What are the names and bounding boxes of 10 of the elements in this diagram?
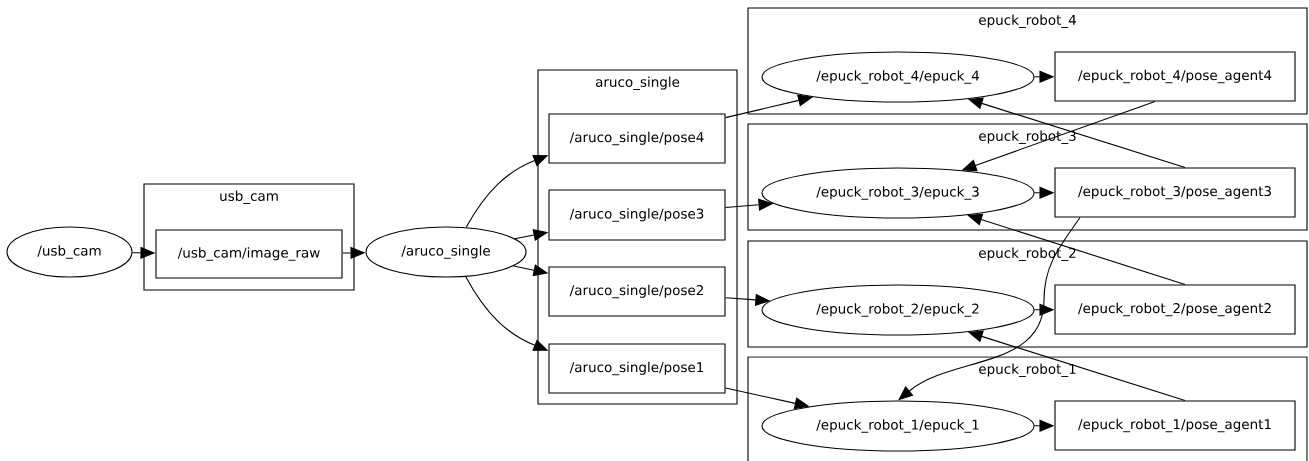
topic-box: /aruco_single/pose1	[548, 343, 726, 394]
topic-box: /aruco_single/pose2	[548, 266, 726, 317]
topic-box: /epuck_robot_1/pose_agent1	[1054, 400, 1296, 451]
topic-box: /aruco_single/pose4	[548, 113, 726, 164]
topic-box: /epuck_robot_4/pose_agent4	[1054, 51, 1296, 102]
topic-box: /usb_cam/image_raw	[155, 229, 343, 279]
arrow	[898, 217, 1081, 401]
topic-box: /epuck_robot_3/pose_agent3	[1054, 167, 1296, 218]
topic-box: /aruco_single/pose3	[548, 189, 726, 241]
topic-box: /epuck_robot_2/pose_agent2	[1054, 284, 1296, 335]
